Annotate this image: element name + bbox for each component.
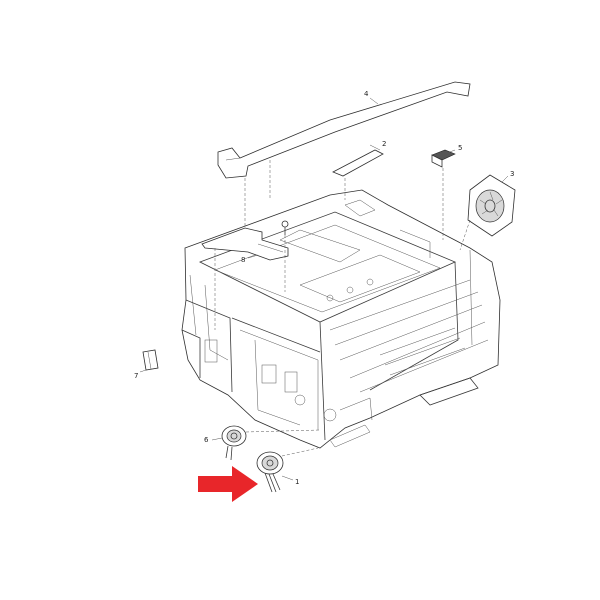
callout-1: 1 — [295, 478, 299, 486]
screw — [281, 220, 289, 235]
leader-lines — [247, 97, 509, 259]
part-6-solenoid — [211, 425, 321, 461]
part-2-panel — [332, 149, 384, 200]
part-5-sensor — [431, 149, 456, 240]
callout-4: 4 — [364, 90, 369, 98]
callout-8: 8 — [241, 256, 245, 264]
callout-3: 3 — [510, 170, 514, 178]
part-1-solenoid — [256, 447, 319, 493]
highlight-arrow-icon — [198, 466, 258, 502]
callout-2: 2 — [382, 140, 386, 148]
callout-5: 5 — [458, 144, 462, 152]
part-8-board — [201, 227, 289, 330]
callout-6: 6 — [204, 436, 209, 444]
part-7-clip — [139, 349, 159, 373]
part-3-fan — [459, 174, 516, 251]
printer-chassis — [181, 189, 501, 449]
callout-7: 7 — [134, 372, 138, 380]
part-4-flat-cable — [217, 81, 471, 232]
